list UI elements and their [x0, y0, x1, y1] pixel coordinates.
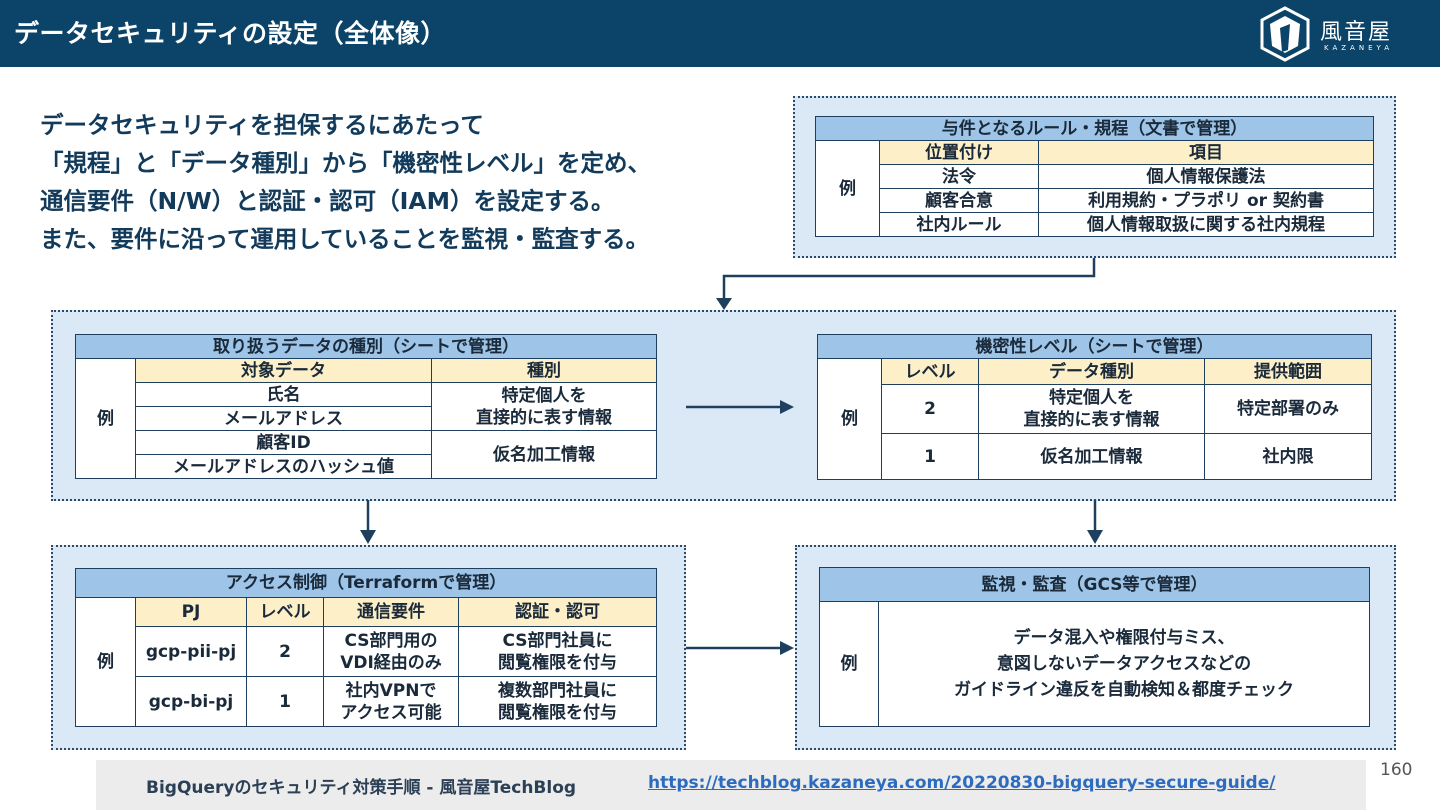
table-header: 対象データ: [135, 358, 432, 383]
intro-line: 「規程」と「データ種別」から「機密性レベル」を定め、: [40, 149, 651, 177]
arrow-datatypes-to-access: [360, 500, 376, 544]
intro-line: また、要件に沿って運用していることを監視・監査する。: [40, 225, 650, 253]
footer-bar: BigQueryのセキュリティ対策手順 - 風音屋TechBlog https:…: [96, 760, 1366, 810]
access-control-table: アクセス制御（Terraformで管理） 例 PJ レベル 通信要件 認証・認可…: [74, 568, 658, 727]
table-cell: 顧客合意: [879, 188, 1039, 213]
data-types-table: 取り扱うデータの種別（シートで管理） 例 対象データ 種別 氏名 特定個人を 直…: [74, 334, 658, 479]
confidentiality-table-title: 機密性レベル（シートで管理）: [817, 334, 1372, 359]
table-header: 項目: [1037, 140, 1375, 165]
table-header: 提供範囲: [1204, 358, 1372, 385]
arrow-access-to-audit: [686, 641, 794, 655]
table-cell: 社内ルール: [879, 212, 1039, 237]
audit-table-title: 監視・監査（GCS等で管理）: [819, 567, 1370, 602]
table-cell: 特定部署のみ: [1204, 384, 1372, 434]
table-cell: 社内限: [1204, 433, 1372, 480]
table-header: 通信要件: [323, 597, 459, 627]
table-cell: 1: [881, 433, 979, 480]
table-cell: メールアドレスのハッシュ値: [135, 454, 432, 479]
arrow-rules-to-classification: [716, 258, 1096, 310]
table-header: 種別: [430, 358, 658, 383]
table-header: データ種別: [978, 358, 1205, 385]
kazaneya-logo: 風音屋 KAZANEYA: [1258, 6, 1408, 62]
table-header: レベル: [246, 597, 324, 627]
table-cell: 特定個人を 直接的に表す情報: [978, 384, 1205, 434]
table-cell: 個人情報取扱に関する社内規程: [1037, 212, 1375, 237]
rules-table-title: 与件となるルール・規程（文書で管理）: [814, 116, 1375, 141]
header-bar: データセキュリティの設定（全体像） 風音屋 KAZANEYA: [0, 0, 1440, 67]
data-types-table-title: 取り扱うデータの種別（シートで管理）: [74, 334, 658, 359]
example-label: 例: [815, 140, 880, 237]
table-cell: 利用規約・プラポリ or 契約書: [1037, 188, 1375, 213]
confidentiality-table: 機密性レベル（シートで管理） 例 レベル データ種別 提供範囲 2 特定個人を …: [817, 334, 1372, 480]
table-cell: 2: [246, 626, 324, 677]
table-cell: 顧客ID: [135, 430, 432, 455]
example-label: 例: [75, 597, 136, 727]
table-cell: 仮名加工情報: [430, 430, 658, 479]
footer-source-text: BigQueryのセキュリティ対策手順 - 風音屋TechBlog: [146, 778, 577, 798]
table-header: 位置付け: [879, 140, 1039, 165]
table-cell: 1: [246, 676, 324, 727]
arrow-datatypes-to-confidentiality: [686, 400, 794, 414]
logo-text: 風音屋: [1320, 20, 1393, 45]
example-label: 例: [817, 358, 882, 480]
access-table-title: アクセス制御（Terraformで管理）: [74, 568, 658, 598]
logo-subtext: KAZANEYA: [1324, 44, 1394, 52]
table-cell: 2: [881, 384, 979, 434]
table-header: レベル: [881, 358, 979, 385]
table-cell: 複数部門社員に 閲覧権限を付与: [457, 676, 658, 727]
table-cell: 氏名: [135, 382, 432, 407]
table-cell: 法令: [879, 164, 1039, 189]
table-cell: gcp-pii-pj: [135, 626, 247, 677]
example-label: 例: [75, 358, 136, 479]
table-header: 認証・認可: [457, 597, 658, 627]
table-cell: gcp-bi-pj: [135, 676, 247, 727]
footer-source-link[interactable]: https://techblog.kazaneya.com/20220830-b…: [648, 773, 1276, 793]
table-cell: 仮名加工情報: [978, 433, 1205, 480]
table-cell: CS部門社員に 閲覧権限を付与: [457, 626, 658, 677]
table-cell: メールアドレス: [135, 406, 432, 431]
intro-line: データセキュリティを担保するにあたって: [40, 111, 484, 139]
kazaneya-logo-icon: [1260, 6, 1310, 62]
intro-line: 通信要件（N/W）と認証・認可（IAM）を設定する。: [40, 187, 615, 215]
page-number: 160: [1380, 760, 1413, 780]
arrow-confidentiality-to-audit: [1087, 500, 1103, 544]
intro-text: データセキュリティを担保するにあたって 「規程」と「データ種別」から「機密性レベ…: [40, 106, 770, 258]
table-cell: CS部門用の VDI経由のみ: [323, 626, 459, 677]
table-cell: 特定個人を 直接的に表す情報: [430, 382, 658, 431]
rules-table: 与件となるルール・規程（文書で管理） 例 位置付け 項目 法令 個人情報保護法 …: [814, 116, 1375, 237]
audit-table: 監視・監査（GCS等で管理） 例 データ混入や権限付与ミス、 意図しないデータア…: [819, 567, 1370, 727]
table-cell: 個人情報保護法: [1037, 164, 1375, 189]
table-header: PJ: [135, 597, 247, 627]
page-title: データセキュリティの設定（全体像）: [14, 19, 447, 48]
audit-description: データ混入や権限付与ミス、 意図しないデータアクセスなどの ガイドライン違反を自…: [878, 601, 1370, 727]
example-label: 例: [819, 601, 879, 727]
table-cell: 社内VPNで アクセス可能: [323, 676, 459, 727]
